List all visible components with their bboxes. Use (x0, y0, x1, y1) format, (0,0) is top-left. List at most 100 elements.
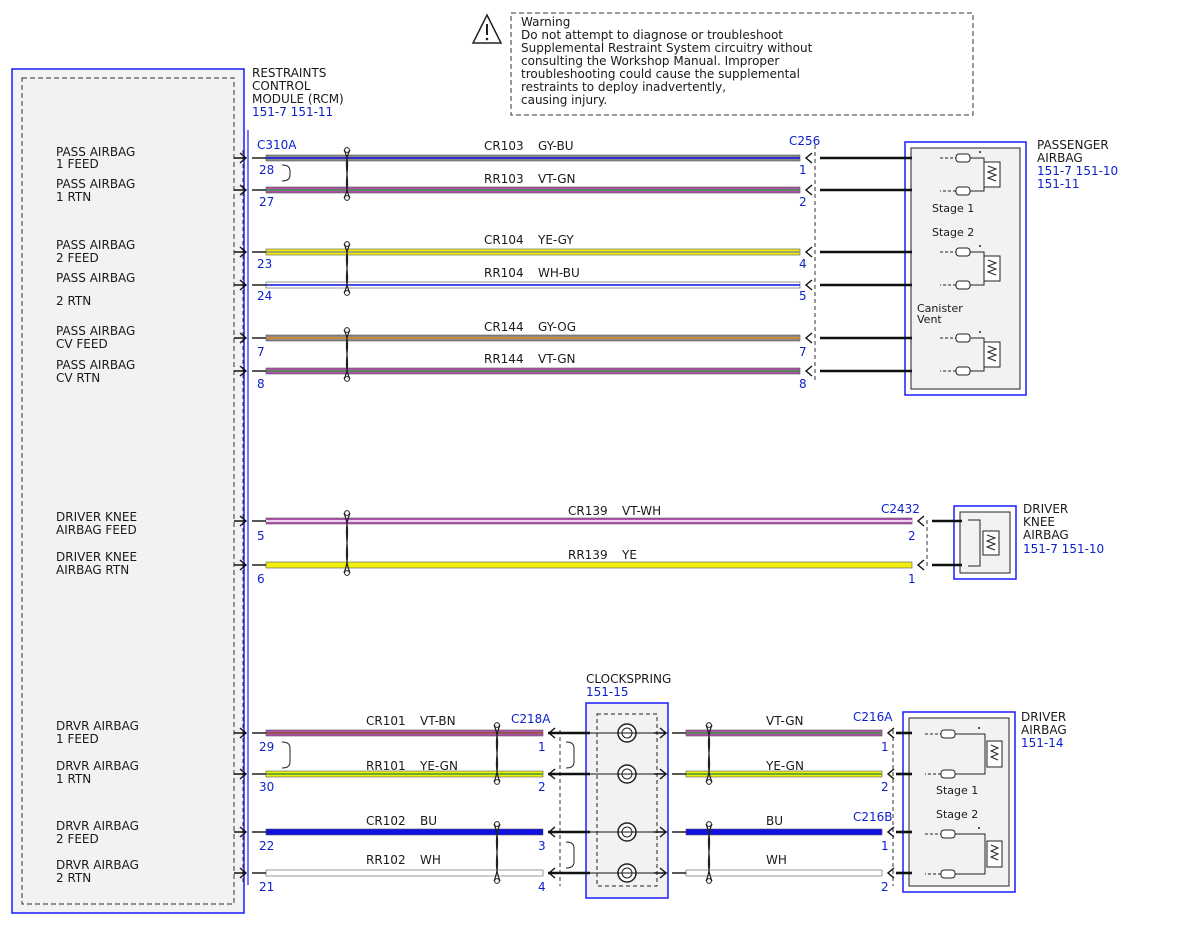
rcm-label-2a: PASS AIRBAG (56, 238, 135, 252)
twist-end (494, 821, 500, 827)
driver-airbag-ref: 151-14 (1021, 736, 1064, 750)
far-pin-number: 2 (881, 780, 889, 794)
circuit-label: CR104 (484, 233, 524, 247)
rcm-pin-number: 29 (259, 740, 274, 754)
rcm-label-6b: CV RTN (56, 371, 100, 385)
wire-color-label: YE-GY (537, 233, 574, 247)
driver-airbag: C216A C216B DRIVER AIRBAG 151-14 Stage 1… (853, 710, 1067, 893)
wire-color-label: WH (420, 853, 441, 867)
twist-end (494, 779, 500, 785)
rcm-label-7b: AIRBAG FEED (56, 523, 137, 537)
twist-end (706, 722, 712, 728)
far-pin-number: 2 (881, 880, 889, 894)
rcm-label-7a: DRIVER KNEE (56, 510, 137, 524)
far-pin-number: 5 (799, 289, 807, 303)
knee-airbag-ref: 151-7 151-10 (1023, 542, 1104, 556)
wire-color-label: VT-GN (538, 352, 575, 366)
wire-color-label: GY-OG (538, 320, 576, 334)
wire (654, 826, 895, 838)
rcm-pin-number: 6 (257, 572, 265, 586)
wire (234, 727, 556, 739)
rcm-pin-number: 8 (257, 377, 265, 391)
circuit-label: CR101 (366, 714, 406, 728)
c256-connector-label: C256 (789, 134, 820, 148)
rcm-title-0: RESTRAINTS (252, 66, 326, 80)
passenger-airbag-ref-1: 151-11 (1037, 177, 1080, 191)
rcm-label-10a: DRVR AIRBAG (56, 759, 139, 773)
circuit-label: RR104 (484, 266, 524, 280)
wire-color-label: YE (621, 548, 637, 562)
wire (654, 768, 895, 780)
rcm-label-8b: AIRBAG RTN (56, 563, 129, 577)
driver-knee-airbag: C2432 DRIVER KNEE AIRBAG 151-7 151-10 (881, 502, 1104, 580)
far-pin-number: 1 (908, 572, 916, 586)
twist-end (344, 147, 350, 153)
twisted-pair-bracket (565, 841, 575, 869)
rcm-pin-number: 21 (259, 880, 274, 894)
twist-end (344, 241, 350, 247)
circuit-label: RR102 (366, 853, 406, 867)
wire-color-label: WH (766, 853, 787, 867)
wire-color-label: BU (420, 814, 437, 828)
wire (234, 332, 813, 344)
twist-symbol (343, 149, 351, 199)
knee-airbag-title-0: DRIVER (1023, 502, 1068, 516)
twist-end (344, 570, 350, 576)
c216a-connector-label: C216A (853, 710, 893, 724)
warning-line-4: troubleshooting could cause the suppleme… (521, 67, 800, 81)
far-pin-number: 2 (538, 780, 546, 794)
rcm-pin-number: 24 (257, 289, 272, 303)
rcm-label-10b: 1 RTN (56, 772, 91, 786)
rcm-title-1: CONTROL (252, 79, 311, 93)
rcm-label-8a: DRIVER KNEE (56, 550, 137, 564)
rcm-label-5b: CV FEED (56, 337, 108, 351)
twist-end (344, 376, 350, 382)
wire-color-label: YE-GN (765, 759, 804, 773)
clockspring: CLOCKSPRING 151-15 C218A (511, 672, 671, 899)
warning-line-5: restraints to deploy inadvertently, (521, 80, 726, 94)
warning-line-2: Supplemental Restraint System circuitry … (521, 41, 813, 55)
wire (234, 279, 813, 291)
warning-box (510, 12, 974, 116)
wire-group (234, 147, 962, 884)
twisted-pair-bracket (565, 741, 575, 769)
rcm-label-11b: 2 FEED (56, 832, 99, 846)
twisted-pair-bracket (281, 164, 291, 182)
twist-end (706, 821, 712, 827)
rcm-label-1a: PASS AIRBAG (56, 177, 135, 191)
squib-icon (940, 245, 1001, 290)
rcm-label-2b: 2 FEED (56, 251, 99, 265)
passenger-airbag-title-0: PASSENGER (1037, 138, 1109, 152)
wire (234, 152, 813, 164)
warning-line-3: consulting the Workshop Manual. Improper (521, 54, 779, 68)
circuit-label: RR144 (484, 352, 524, 366)
wire-color-label: YE-GN (419, 759, 458, 773)
driver-stage2-label: Stage 2 (936, 808, 978, 821)
circuit-label: CR144 (484, 320, 524, 334)
twist-symbol (343, 512, 351, 574)
twist-end (706, 878, 712, 884)
rcm-label-4a: 2 RTN (56, 294, 91, 308)
rcm-label-5a: PASS AIRBAG (56, 324, 135, 338)
rcm-title-2: MODULE (RCM) (252, 92, 344, 106)
rcm-label-11a: DRVR AIRBAG (56, 819, 139, 833)
knee-airbag-title-2: AIRBAG (1023, 528, 1069, 542)
circuit-label: RR103 (484, 172, 524, 186)
rcm-label-0a: PASS AIRBAG (56, 145, 135, 159)
c2432-connector-label: C2432 (881, 502, 920, 516)
wire (234, 246, 813, 258)
rcm-label-12b: 2 RTN (56, 871, 91, 885)
twist-end (344, 510, 350, 516)
warning-line-0: Warning (521, 15, 570, 29)
warning-icon (471, 13, 503, 44)
twist-symbol (705, 724, 713, 783)
circuit-label: CR103 (484, 139, 524, 153)
squib-icon (940, 151, 1001, 196)
clockspring-title: CLOCKSPRING (586, 672, 671, 686)
twist-symbol (343, 329, 351, 380)
c216b-connector-label: C216B (853, 810, 893, 824)
wire-color-label: WH-BU (538, 266, 580, 280)
rcm-inner-dashed (21, 77, 235, 905)
passenger-stage2-label: Stage 2 (932, 226, 974, 239)
